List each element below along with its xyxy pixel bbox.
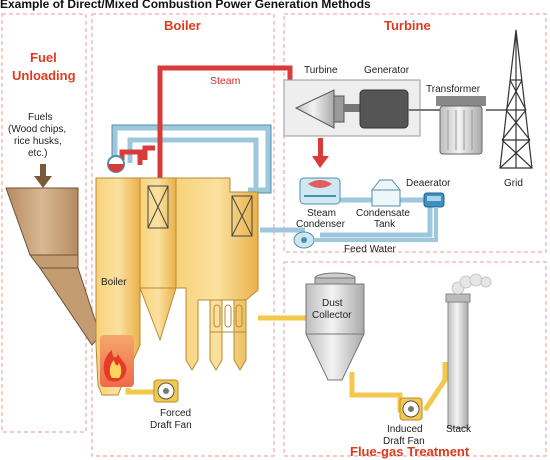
transformer-label: Transformer [426,84,481,95]
steam-pipes [119,65,293,180]
smoke [451,273,492,295]
steam-condenser [299,177,341,205]
flame-icon [103,350,127,382]
condensate-tank [370,179,402,207]
forced-fan-label-2: Draft Fan [150,420,192,431]
turbine-section-label: Turbine [384,18,431,33]
boiler-body-label: Boiler [101,277,127,288]
fuels-label-4: etc.) [28,148,47,159]
down-arrow-icon [34,164,52,188]
dust-collector-label-2: Collector [312,310,352,321]
deaerator [423,192,445,208]
forced-fan-duct [125,388,156,395]
grid-tower [486,29,533,169]
dust-collector-label-1: Dust [322,298,343,309]
induced-fan-label-2: Draft Fan [383,436,425,447]
boiler-section-label: Boiler [164,18,201,33]
turbine-section-border [283,13,547,253]
dust-collector [305,272,365,381]
boiler-section-border [91,13,275,457]
generator-label: Generator [364,65,410,76]
fuel-section-label-2: Unloading [12,68,76,83]
flue-section-border [283,261,547,457]
fuels-label-1: Fuels [28,112,52,123]
section-borders [1,13,547,457]
steam-condenser-label-2: Condenser [296,219,346,230]
flue-section-label: Flue-gas Treatment [350,444,470,459]
page-title: Example of Direct/Mixed Combustion Power… [0,0,371,11]
induced-fan-label-1: Induced [387,424,423,435]
water-pipes-outline [111,124,272,194]
stack-label: Stack [446,424,472,435]
forced-fan-icon [153,379,179,403]
feed-water-label: Feed Water [344,244,397,255]
fuel-hopper [5,187,101,346]
forced-fan-label-1: Forced [160,408,191,419]
fuel-section-label: Fuel [30,50,57,65]
stack [445,293,471,429]
transformer [408,96,486,155]
deaerator-label: Deaerator [406,178,451,189]
steam-drum [107,155,125,173]
feed-water-pump [293,231,315,249]
grid-label: Grid [504,178,523,189]
induced-fan-icon [399,397,423,421]
steam-to-condenser [312,138,329,168]
feed-water-pipe [314,207,438,242]
fuels-label-2: (Wood chips, [8,124,66,135]
condensate-tank-label-2: Tank [374,219,396,230]
condensate-tank-label-1: Condensate [356,208,410,219]
fuels-label-3: rice husks, [14,136,62,147]
steam-label: Steam [210,75,241,87]
turbine [283,79,421,137]
fuel-section-border [1,13,87,433]
steam-condenser-label-1: Steam [307,208,336,219]
turbine-label: Turbine [304,65,338,76]
